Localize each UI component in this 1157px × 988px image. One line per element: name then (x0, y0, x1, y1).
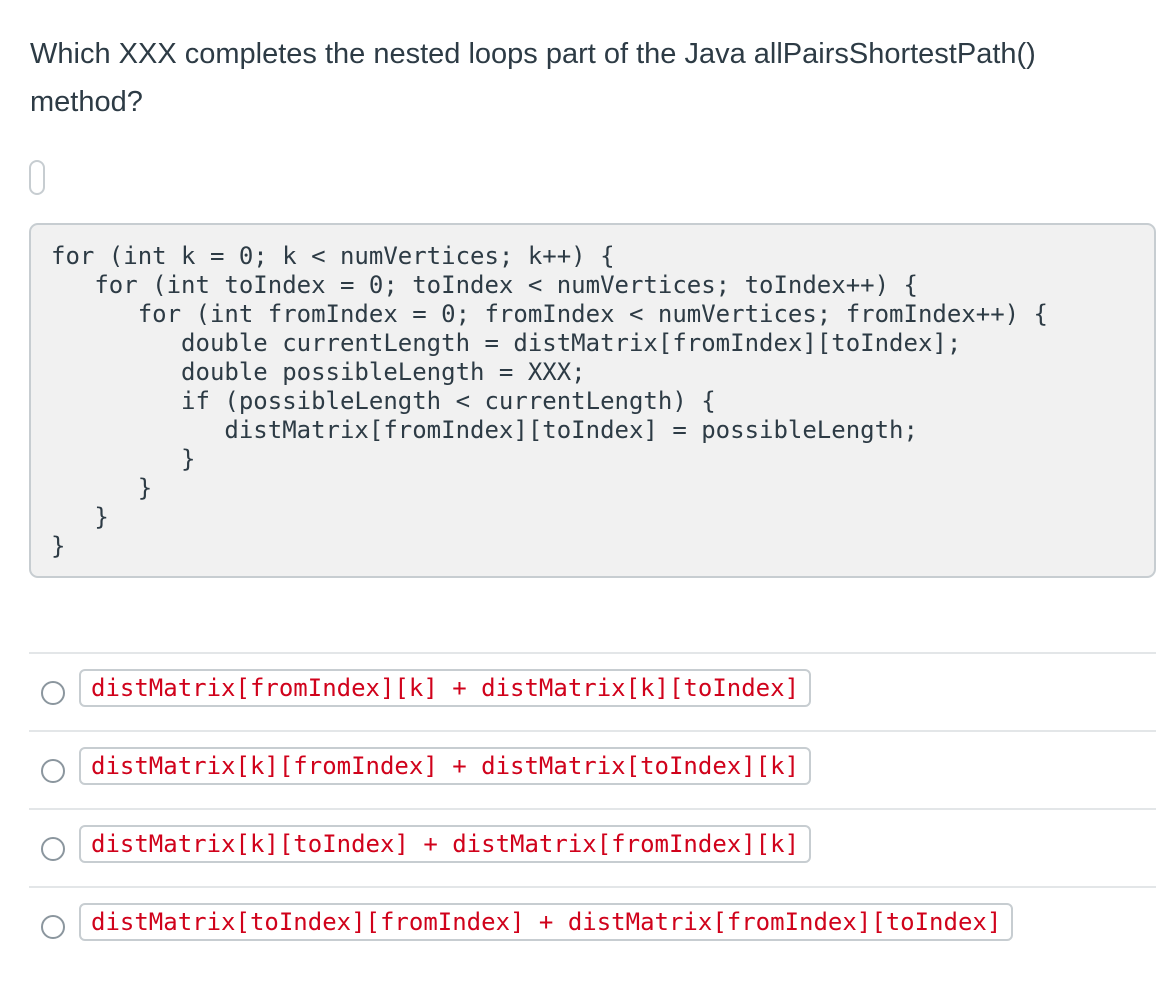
question-text: Which XXX completes the nested loops par… (30, 38, 1036, 118)
answer-divider (29, 730, 1156, 732)
code-line: } (51, 445, 196, 473)
answer-option-3[interactable]: distMatrix[k][toIndex] + distMatrix[from… (29, 810, 1156, 886)
answer-divider (29, 652, 1156, 654)
code-line: } (51, 532, 66, 560)
radio-button[interactable] (41, 915, 65, 939)
answer-option-1[interactable]: distMatrix[fromIndex][k] + distMatrix[k]… (29, 654, 1156, 730)
answer-divider (29, 886, 1156, 888)
code-line: if (possibleLength < currentLength) { (51, 387, 716, 415)
answer-divider (29, 808, 1156, 810)
code-line: for (int fromIndex = 0; fromIndex < numV… (51, 300, 1048, 328)
answer-option-2[interactable]: distMatrix[k][fromIndex] + distMatrix[to… (29, 732, 1156, 808)
code-line: for (int k = 0; k < numVertices; k++) { (51, 242, 615, 270)
code-line: } (51, 503, 109, 531)
answer-code: distMatrix[toIndex][fromIndex] + distMat… (79, 903, 1014, 941)
answer-option-4[interactable]: distMatrix[toIndex][fromIndex] + distMat… (29, 888, 1156, 964)
radio-button[interactable] (41, 681, 65, 705)
code-line: double currentLength = distMatrix[fromIn… (51, 329, 962, 357)
code-line: double possibleLength = XXX; (51, 358, 586, 386)
code-line: } (51, 474, 153, 502)
code-line: distMatrix[fromIndex][toIndex] = possibl… (51, 416, 918, 444)
answer-code: distMatrix[k][toIndex] + distMatrix[from… (79, 825, 812, 863)
empty-input-pill (29, 160, 45, 195)
code-line: for (int toIndex = 0; toIndex < numVerti… (51, 271, 918, 299)
radio-button[interactable] (41, 837, 65, 861)
code-block: for (int k = 0; k < numVertices; k++) { … (29, 223, 1156, 578)
answer-code: distMatrix[k][fromIndex] + distMatrix[to… (79, 747, 812, 785)
radio-button[interactable] (41, 759, 65, 783)
answer-code: distMatrix[fromIndex][k] + distMatrix[k]… (79, 669, 812, 707)
